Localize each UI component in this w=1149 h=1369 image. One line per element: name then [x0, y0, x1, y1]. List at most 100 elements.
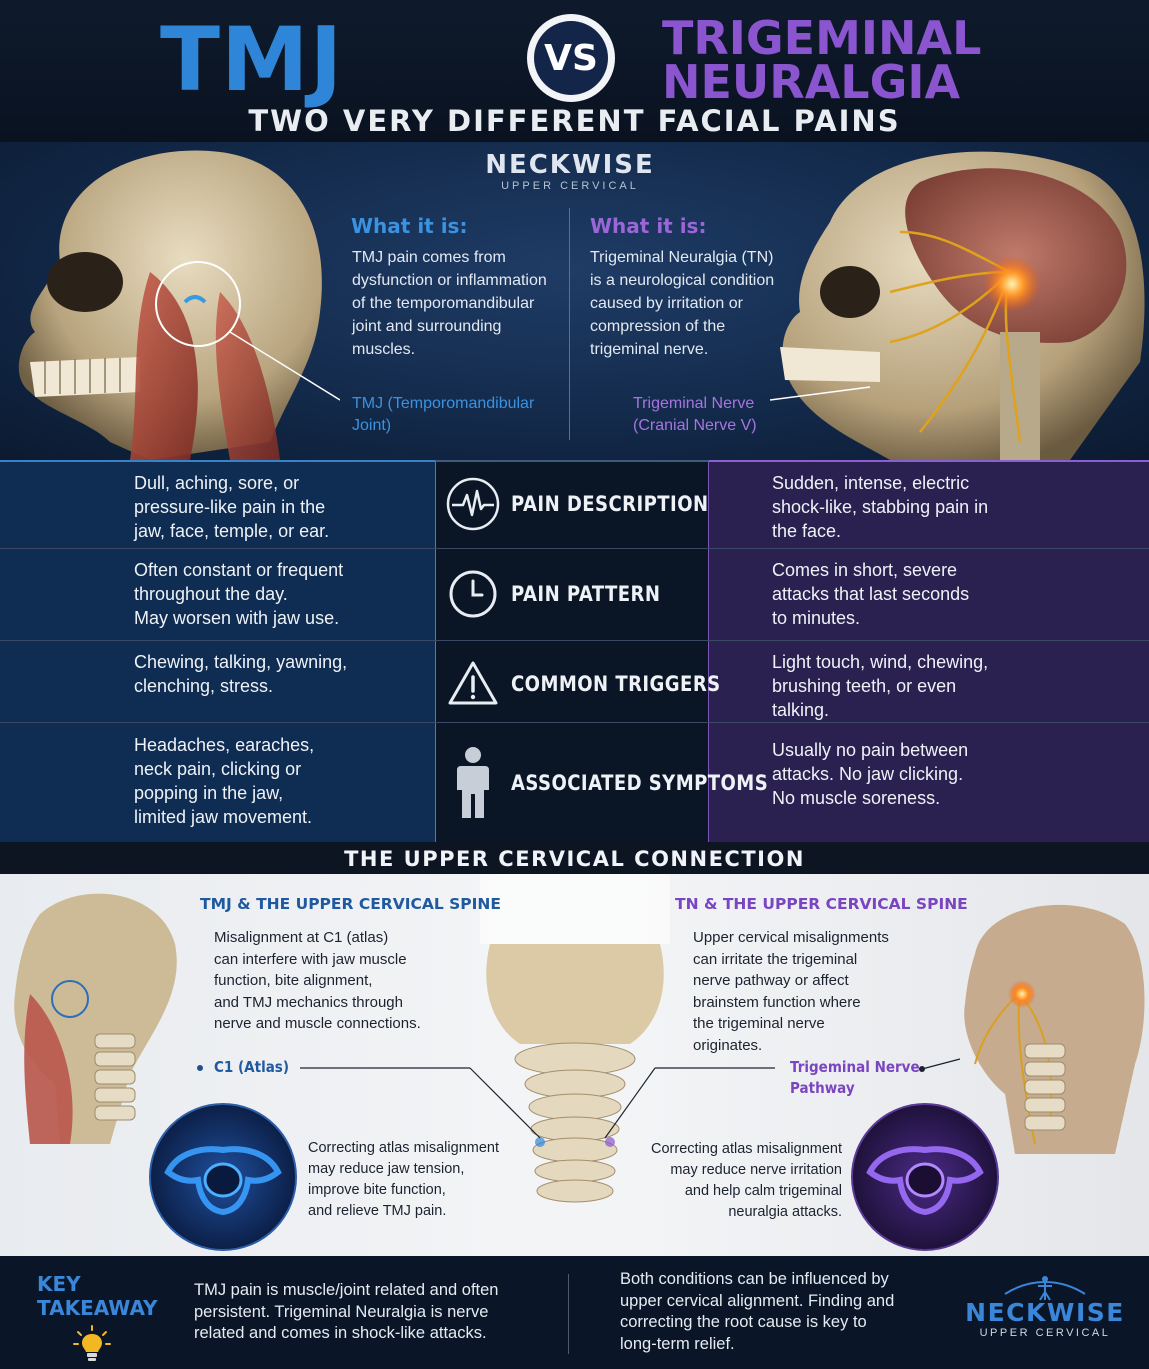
tn-correcting-text: Correcting atlas misalignment may reduce… — [640, 1139, 842, 1223]
category-label: PAIN DESCRIPTION — [511, 492, 709, 516]
header-subtitle: TWO VERY DIFFERENT FACIAL PAINS — [248, 104, 901, 138]
cell-line: limited jaw movement. — [134, 807, 313, 827]
conn-line: Upper cervical misalignments — [693, 929, 889, 946]
tn-skull-illustration — [770, 151, 1145, 460]
connector-lines — [197, 1058, 961, 1139]
conn-line: the trigeminal nerve — [693, 1015, 825, 1032]
tmj-associated-symptoms: Headaches, earaches, neck pain, clicking… — [134, 733, 314, 829]
cell-line: brushing teeth, or even — [772, 676, 957, 696]
takeaway-line: correcting the root cause is key to — [620, 1313, 867, 1331]
cell-line: No muscle soreness. — [772, 788, 941, 808]
tmj-column — [0, 460, 435, 842]
c1-atlas-label: C1 (Atlas) — [214, 1058, 290, 1076]
title-line1: KEY — [37, 1272, 81, 1296]
cell-line: Dull, aching, sore, or — [134, 473, 300, 493]
tmj-what-line: joint and surrounding — [352, 318, 502, 335]
heartbeat-icon — [445, 476, 501, 532]
brand-name: NECKWISE — [965, 1298, 1125, 1327]
atlas-vertebra-blue-illustration — [149, 1103, 297, 1251]
conn-line: can interfere with jaw muscle — [214, 950, 407, 968]
tmj-common-triggers: Chewing, talking, yawning, clenching, st… — [134, 650, 347, 698]
conn-line: may reduce jaw tension, — [308, 1161, 465, 1177]
tn-column — [709, 460, 1149, 842]
cell-line: popping in the jaw, — [134, 783, 284, 803]
cell-line: May worsen with jaw use. — [134, 608, 340, 628]
tmj-pain-pattern: Often constant or frequent throughout th… — [134, 558, 343, 630]
cell-line: jaw, face, temple, or ear. — [134, 521, 330, 541]
conn-line: function, bite alignment, — [214, 972, 373, 989]
tmj-caption-line1: TMJ (Temporomandibular — [352, 395, 535, 412]
tn-pain-pattern: Comes in short, severe attacks that last… — [772, 558, 969, 630]
tn-what-line: is a neurological condition — [590, 272, 775, 289]
brand-tagline: UPPER CERVICAL — [979, 1327, 1111, 1339]
conn-line: Correcting atlas misalignment — [308, 1140, 499, 1156]
takeaway-line: long-term relief. — [620, 1334, 735, 1353]
cell-line: Usually no pain between — [772, 740, 969, 760]
warning-icon — [445, 656, 501, 712]
tmj-joint-caption: TMJ (Temporomandibular Joint) — [352, 393, 534, 437]
tmj-what-it-is-title: What it is: — [351, 214, 468, 238]
conn-line: originates. — [693, 1036, 763, 1054]
conn-line: Correcting atlas misalignment — [651, 1141, 842, 1157]
cell-line: attacks. No jaw clicking. — [772, 764, 964, 784]
tmj-title: TMJ — [160, 8, 344, 111]
tmj-connection-text: Misalignment at C1 (atlas) can interfere… — [214, 927, 421, 1035]
conn-line: may reduce nerve irritation — [670, 1162, 842, 1178]
tmj-caption-line2: Joint) — [352, 417, 392, 434]
tn-what-it-is-text: Trigeminal Neuralgia (TN) is a neurologi… — [590, 246, 774, 361]
neckwise-logo-bottom: NECKWISE UPPER CERVICAL — [950, 1274, 1140, 1339]
cell-line: talking. — [772, 700, 830, 720]
tn-what-line: trigeminal nerve. — [590, 341, 709, 358]
header: TMJ VS TRIGEMINAL NEURALGIA TWO VERY DIF… — [0, 0, 1149, 142]
conn-line: and help calm trigeminal — [684, 1183, 842, 1199]
label-line1: Trigeminal Nerve — [790, 1058, 920, 1076]
conn-line: neuralgia attacks. — [728, 1204, 842, 1220]
category-label: ASSOCIATED SYMPTOMS — [511, 771, 769, 795]
key-takeaway-section: KEY TAKEAWAY TMJ pain is muscle/joint re… — [0, 1256, 1149, 1369]
conn-line: nerve pathway or affect — [693, 972, 849, 989]
conn-line: nerve and muscle connections. — [214, 1015, 421, 1032]
cell-line: Headaches, earaches, — [134, 735, 315, 755]
takeaway-line: related and comes in shock-like attacks. — [194, 1324, 487, 1342]
tn-what-line: Trigeminal Neuralgia (TN) — [590, 249, 774, 266]
tn-pain-description: Sudden, intense, electric shock-like, st… — [772, 471, 988, 543]
cell-line: Often constant or frequent — [134, 560, 344, 580]
tn-what-line: caused by irritation or — [590, 295, 743, 312]
conn-line: and TMJ mechanics through — [214, 993, 403, 1011]
category-pain-pattern: PAIN PATTERN — [445, 566, 685, 622]
tn-associated-symptoms: Usually no pain between attacks. No jaw … — [772, 738, 968, 810]
posterior-skull-spine-illustration — [480, 874, 670, 1203]
tmj-neck-illustration — [14, 893, 177, 1144]
cell-line: the face. — [772, 521, 842, 541]
label-line2: Pathway — [790, 1079, 855, 1097]
tmj-what-line: dysfunction or inflammation — [352, 272, 547, 289]
conn-line: can irritate the trigeminal — [693, 950, 858, 968]
tmj-what-line: of the temporomandibular — [352, 295, 535, 312]
trigeminal-pathway-label: Trigeminal Nerve Pathway — [790, 1057, 920, 1099]
takeaway-line: persistent. Trigeminal Neuralgia is nerv… — [194, 1302, 489, 1321]
category-pain-description: PAIN DESCRIPTION — [445, 476, 741, 532]
cell-line: throughout the day. — [134, 584, 288, 604]
takeaway-line: upper cervical alignment. Finding and — [620, 1291, 895, 1310]
comparison-table: Dull, aching, sore, or pressure-like pai… — [0, 460, 1149, 842]
tn-neck-illustration — [964, 904, 1145, 1154]
row-divider — [0, 722, 1149, 723]
connection-heading: THE UPPER CERVICAL CONNECTION — [344, 847, 805, 871]
takeaway-line: Both conditions can be influenced by — [620, 1270, 889, 1288]
tmj-what-line: TMJ pain comes from — [352, 249, 506, 266]
conn-line: and relieve TMJ pain. — [308, 1203, 447, 1219]
tn-connection-text: Upper cervical misalignments can irritat… — [693, 927, 889, 1056]
category-label: PAIN PATTERN — [511, 582, 661, 606]
atlas-vertebra-purple-illustration — [851, 1103, 999, 1251]
neckwise-logo-top: NECKWISE UPPER CERVICAL — [455, 150, 685, 192]
connection-section: TMJ & THE UPPER CERVICAL SPINE Misalignm… — [0, 874, 1149, 1256]
what-it-is-section: NECKWISE UPPER CERVICAL What it is: TMJ … — [0, 142, 1149, 460]
tmj-correcting-text: Correcting atlas misalignment may reduce… — [308, 1138, 499, 1222]
cell-line: neck pain, clicking or — [134, 759, 302, 779]
conn-line: brainstem function where — [693, 993, 861, 1011]
takeaway-divider — [568, 1274, 569, 1354]
cell-line: Light touch, wind, chewing, — [772, 652, 989, 672]
brand-tagline: UPPER CERVICAL — [501, 180, 639, 192]
cell-line: pressure-like pain in the — [134, 497, 326, 517]
tmj-what-it-is-text: TMJ pain comes from dysfunction or infla… — [352, 246, 547, 361]
